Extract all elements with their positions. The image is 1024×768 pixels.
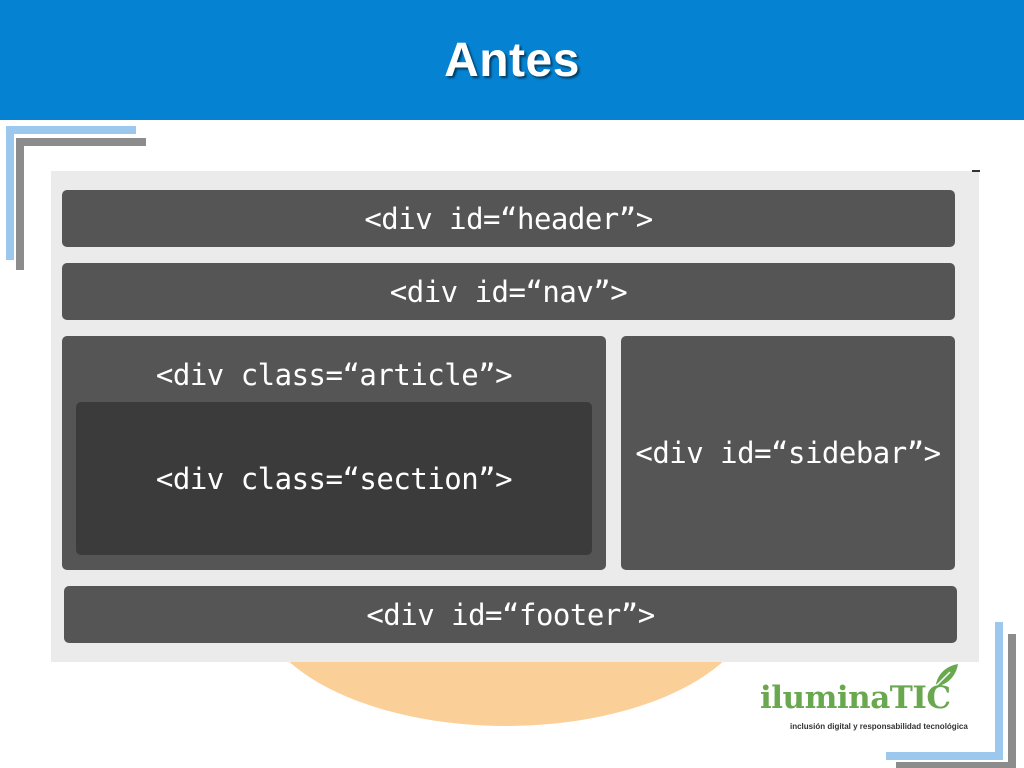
slide-title: Antes <box>444 34 580 87</box>
iluminatic-logo: iluminaTIC inclusión digital y responsab… <box>760 662 995 740</box>
footer-block-label: <div id=“footer”> <box>366 597 655 632</box>
leaf-icon <box>936 664 958 686</box>
article-block-label: <div class=“article”> <box>155 358 513 392</box>
corner-bracket-top-left-shadow <box>16 138 146 146</box>
header-block-label: <div id=“header”> <box>364 201 653 236</box>
logo-wordmark: iluminaTIC <box>760 680 951 716</box>
section-block: <div class=“section”> <box>76 402 592 555</box>
corner-bracket-bottom-right <box>886 752 1003 760</box>
corner-bracket-bottom-right <box>995 622 1003 760</box>
corner-bracket-top-left-shadow <box>16 138 24 270</box>
corner-bracket-bottom-right-shadow <box>896 762 1016 768</box>
corner-bracket-top-left <box>6 126 14 260</box>
corner-bracket-bottom-right-shadow <box>1008 634 1016 768</box>
decorative-tick <box>972 170 980 172</box>
header-block: <div id=“header”> <box>62 190 955 247</box>
sidebar-block: <div id=“sidebar”> <box>621 336 955 570</box>
section-block-label: <div class=“section”> <box>155 461 513 496</box>
nav-block-label: <div id=“nav”> <box>389 274 628 309</box>
sidebar-block-label: <div id=“sidebar”> <box>635 436 941 470</box>
nav-block: <div id=“nav”> <box>62 263 955 320</box>
corner-bracket-top-left <box>6 126 136 134</box>
logo-tagline: inclusión digital y responsabilidad tecn… <box>790 722 968 731</box>
footer-block: <div id=“footer”> <box>64 586 957 643</box>
title-bar <box>0 0 1024 120</box>
